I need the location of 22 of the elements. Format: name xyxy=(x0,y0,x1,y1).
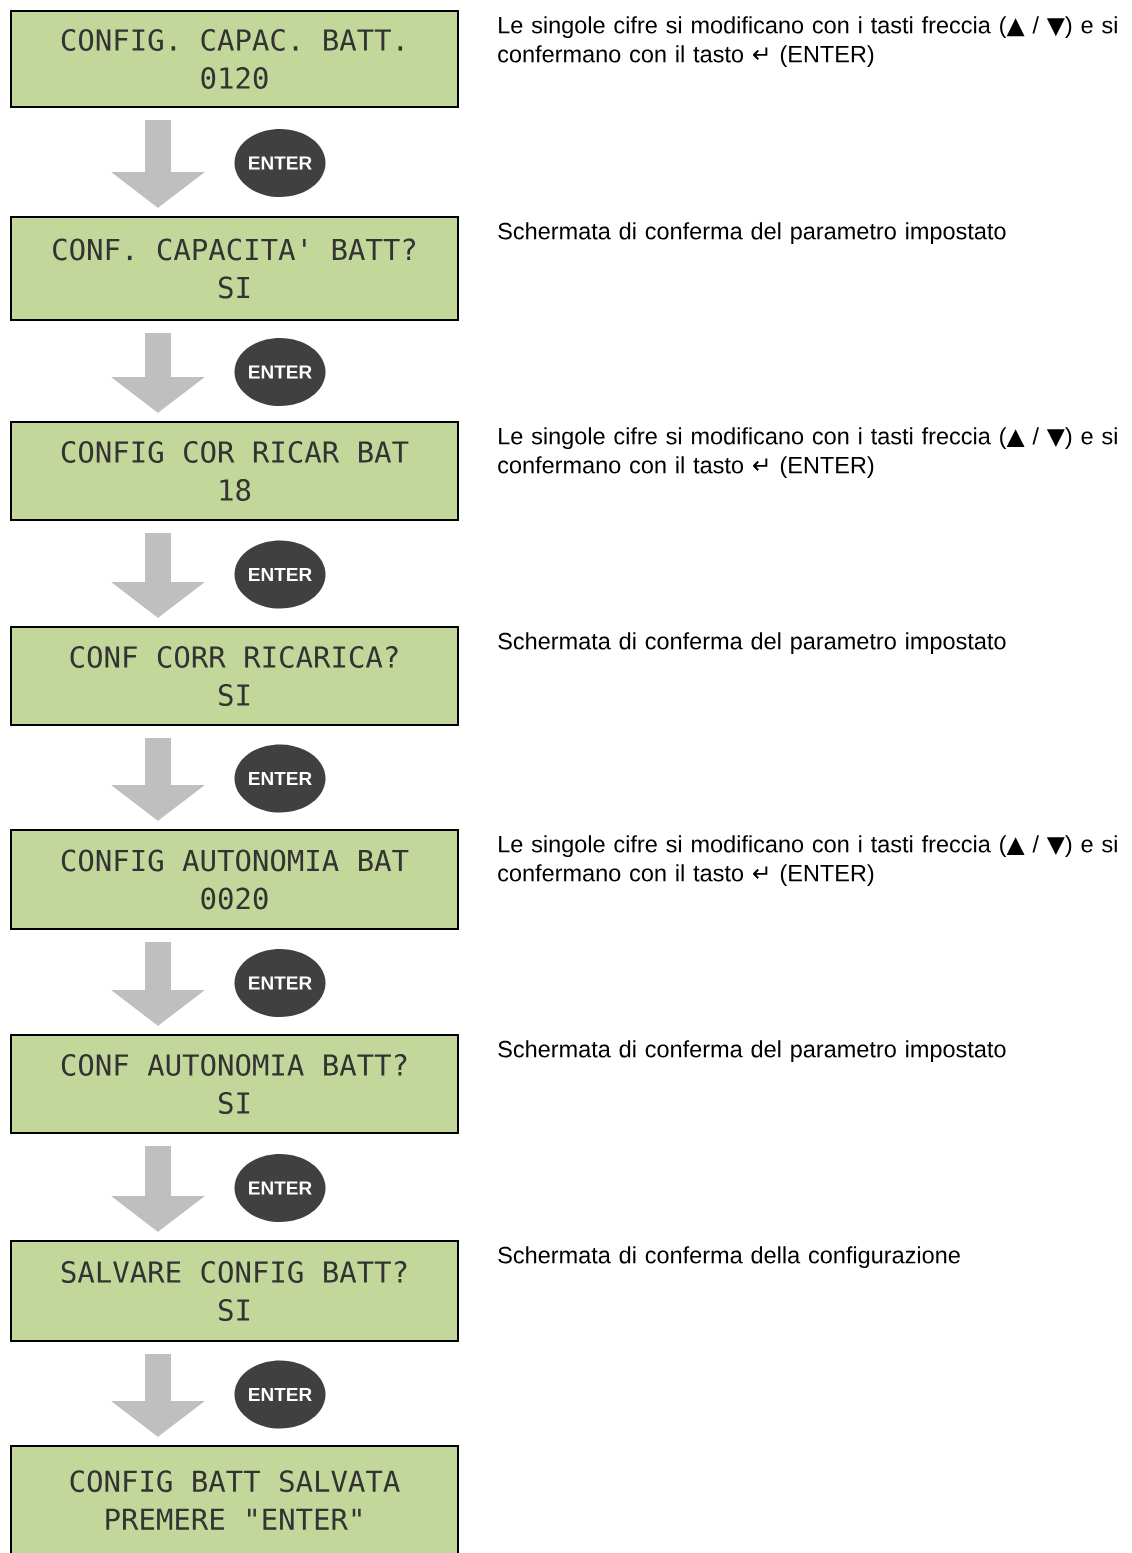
lcd-screen: CONFIG. CAPAC. BATT. 0120 xyxy=(10,10,459,108)
description-text: Le singole cifre si modificano con i tasti freccia (▲ / ▼) e si confermano con il tasto ↵ (ENTER) xyxy=(498,427,1117,479)
description-text: Schermata di conferma della configurazione xyxy=(498,1246,960,1269)
enter-button: ENTER xyxy=(234,744,326,813)
enter-button: ENTER xyxy=(234,338,326,406)
enter-button: ENTER xyxy=(234,1154,326,1222)
description-text: Schermata di conferma del parametro impostato xyxy=(498,1040,1006,1063)
lcd-screen: SALVARE CONFIG BATT? SI xyxy=(10,1240,459,1342)
lcd-screen: CONFIG COR RICAR BAT 18 xyxy=(10,421,459,521)
enter-button: ENTER xyxy=(234,540,326,609)
description-text: Schermata di conferma del parametro impostato xyxy=(498,222,1006,245)
enter-button: ENTER xyxy=(234,129,326,197)
description-text: Le singole cifre si modificano con i tasti freccia (▲ / ▼) e si confermano con il tasto ↵ (ENTER) xyxy=(498,835,1117,887)
lcd-screen: CONFIG BATT SALVATA PREMERE "ENTER" xyxy=(10,1445,459,1553)
description-text: Schermata di conferma del parametro impostato xyxy=(498,632,1006,655)
lcd-screen: CONF CORR RICARICA? SI xyxy=(10,626,459,726)
enter-button: ENTER xyxy=(234,949,326,1017)
lcd-screen: CONF AUTONOMIA BATT? SI xyxy=(10,1034,459,1134)
enter-button: ENTER xyxy=(234,1360,326,1429)
lcd-screen: CONF. CAPACITA' BATT? SI xyxy=(10,216,459,321)
description-text: Le singole cifre si modificano con i tasti freccia (▲ / ▼) e si confermano con il tasto ↵ (ENTER) xyxy=(498,16,1117,68)
lcd-screen: CONFIG AUTONOMIA BAT 0020 xyxy=(10,829,459,930)
